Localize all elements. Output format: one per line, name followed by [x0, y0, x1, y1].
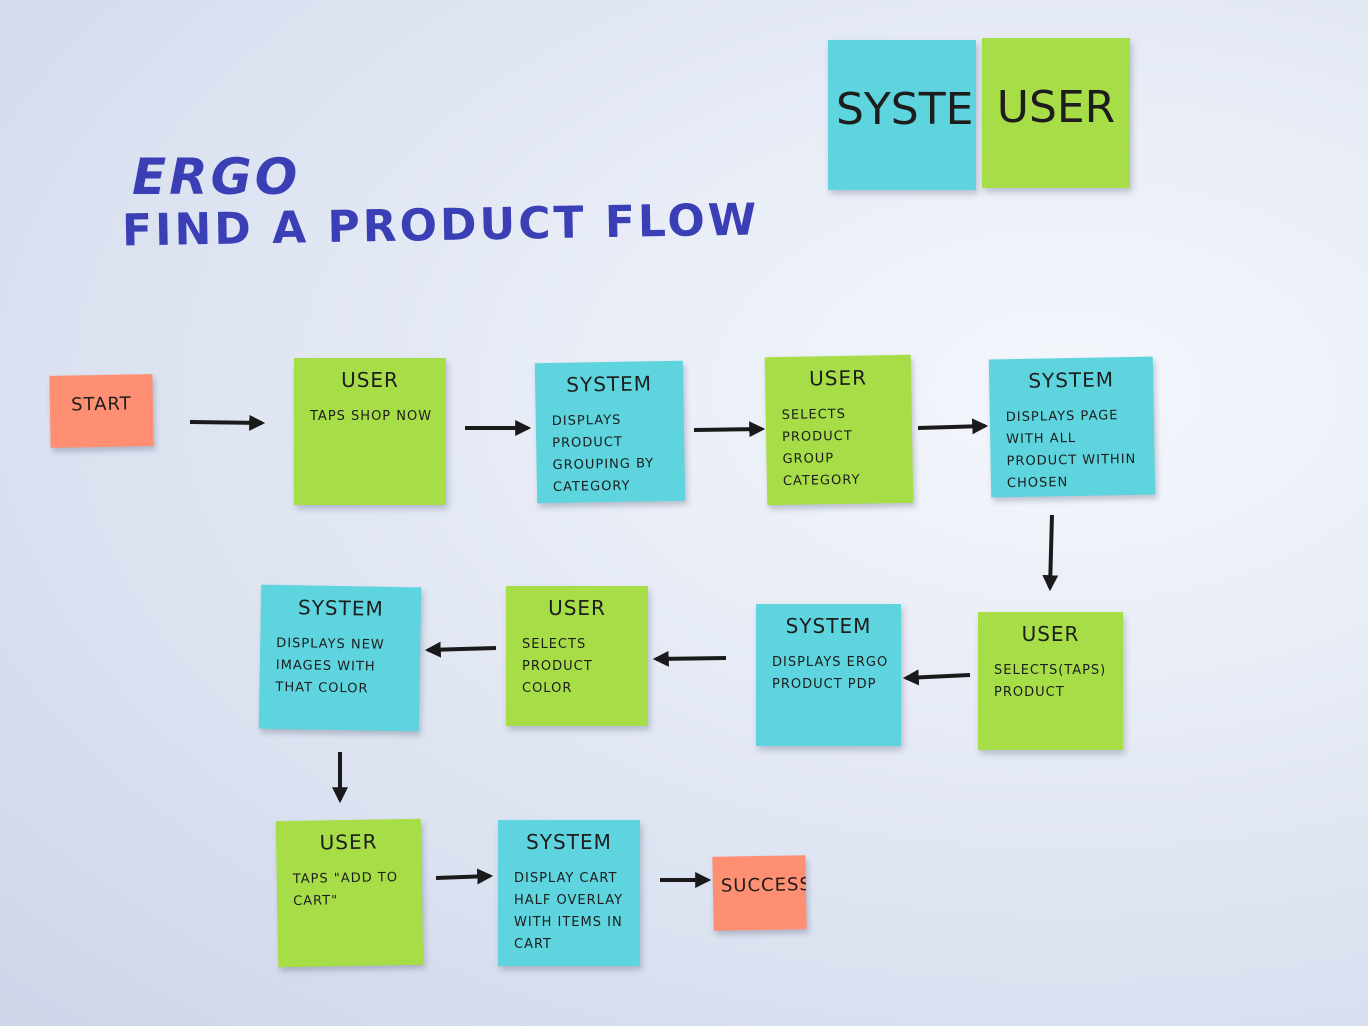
step-note-s7: USER SELECTS PRODUCT COLOR: [506, 586, 648, 726]
arrow-s7-s8: [424, 641, 497, 658]
step-role: USER: [1021, 622, 1080, 646]
step-note-s8: SYSTEM DISPLAYS NEW IMAGES WITH THAT COL…: [258, 584, 422, 732]
step-text: SELECTS(TAPS) PRODUCT: [994, 663, 1107, 700]
start-label: START: [70, 393, 132, 416]
step-text: SELECTS PRODUCT COLOR: [522, 637, 593, 696]
arrow-s6-s7: [652, 650, 727, 667]
step-text: DISPLAY CART HALF OVERLAY WITH ITEMS IN …: [514, 871, 624, 952]
step-note-s5: USER SELECTS(TAPS) PRODUCT: [978, 612, 1123, 750]
step-note-s6: SYSTEM DISPLAYS ERGO PRODUCT PDP: [756, 604, 901, 746]
arrow-s4-s5: [1042, 514, 1059, 592]
diagram-subtitle: FIND A PRODUCT FLOW: [121, 194, 760, 257]
arrow-start-s1: [189, 414, 266, 431]
step-text: SELECTS PRODUCT GROUP CATEGORY: [781, 406, 861, 489]
step-text: DISPLAYS PAGE WITH ALL PRODUCT WITHIN CH…: [1005, 408, 1137, 497]
legend-system-label: SYSTEM: [836, 84, 976, 135]
step-note-s1: USER TAPS SHOP NOW: [294, 358, 446, 505]
step-note-s4: SYSTEM DISPLAYS PAGE WITH ALL PRODUCT WI…: [988, 356, 1156, 498]
arrow-s5-s6: [902, 669, 971, 686]
arrow-s9-s10: [435, 868, 494, 885]
step-role: USER: [341, 368, 399, 392]
step-role: SYSTEM: [526, 830, 612, 854]
step-role: SYSTEM: [566, 371, 653, 397]
legend-system-note: SYSTEM: [828, 40, 976, 190]
step-text: DISPLAYS PRODUCT GROUPING BY CATEGORY: [551, 412, 655, 496]
start-note: START: [49, 374, 154, 448]
step-note-s2: SYSTEM DISPLAYS PRODUCT GROUPING BY CATE…: [534, 360, 686, 504]
step-text: TAPS "ADD TO CART": [292, 870, 399, 909]
step-role: USER: [808, 365, 868, 391]
step-role: SYSTEM: [1028, 367, 1115, 393]
step-role: SYSTEM: [785, 614, 872, 638]
diagram-title: ERGO: [132, 148, 301, 206]
arrow-s2-s3: [693, 421, 766, 438]
step-role: SYSTEM: [297, 595, 384, 621]
step-role: USER: [548, 596, 606, 620]
success-note: SUCCESS!: [712, 855, 807, 931]
legend-user-label: USER: [996, 82, 1116, 133]
step-role: USER: [319, 829, 378, 855]
legend-user-note: USER: [982, 38, 1130, 188]
success-label: SUCCESS!: [720, 873, 807, 897]
step-text: DISPLAYS ERGO PRODUCT PDP: [772, 655, 889, 692]
arrow-s3-s4: [917, 418, 989, 435]
step-text: TAPS SHOP NOW: [310, 409, 433, 424]
step-note-s9: USER TAPS "ADD TO CART": [275, 818, 424, 968]
step-text: DISPLAYS NEW IMAGES WITH THAT COLOR: [275, 635, 385, 697]
step-note-s10: SYSTEM DISPLAY CART HALF OVERLAY WITH IT…: [498, 820, 640, 966]
step-note-s3: USER SELECTS PRODUCT GROUP CATEGORY: [764, 354, 914, 506]
